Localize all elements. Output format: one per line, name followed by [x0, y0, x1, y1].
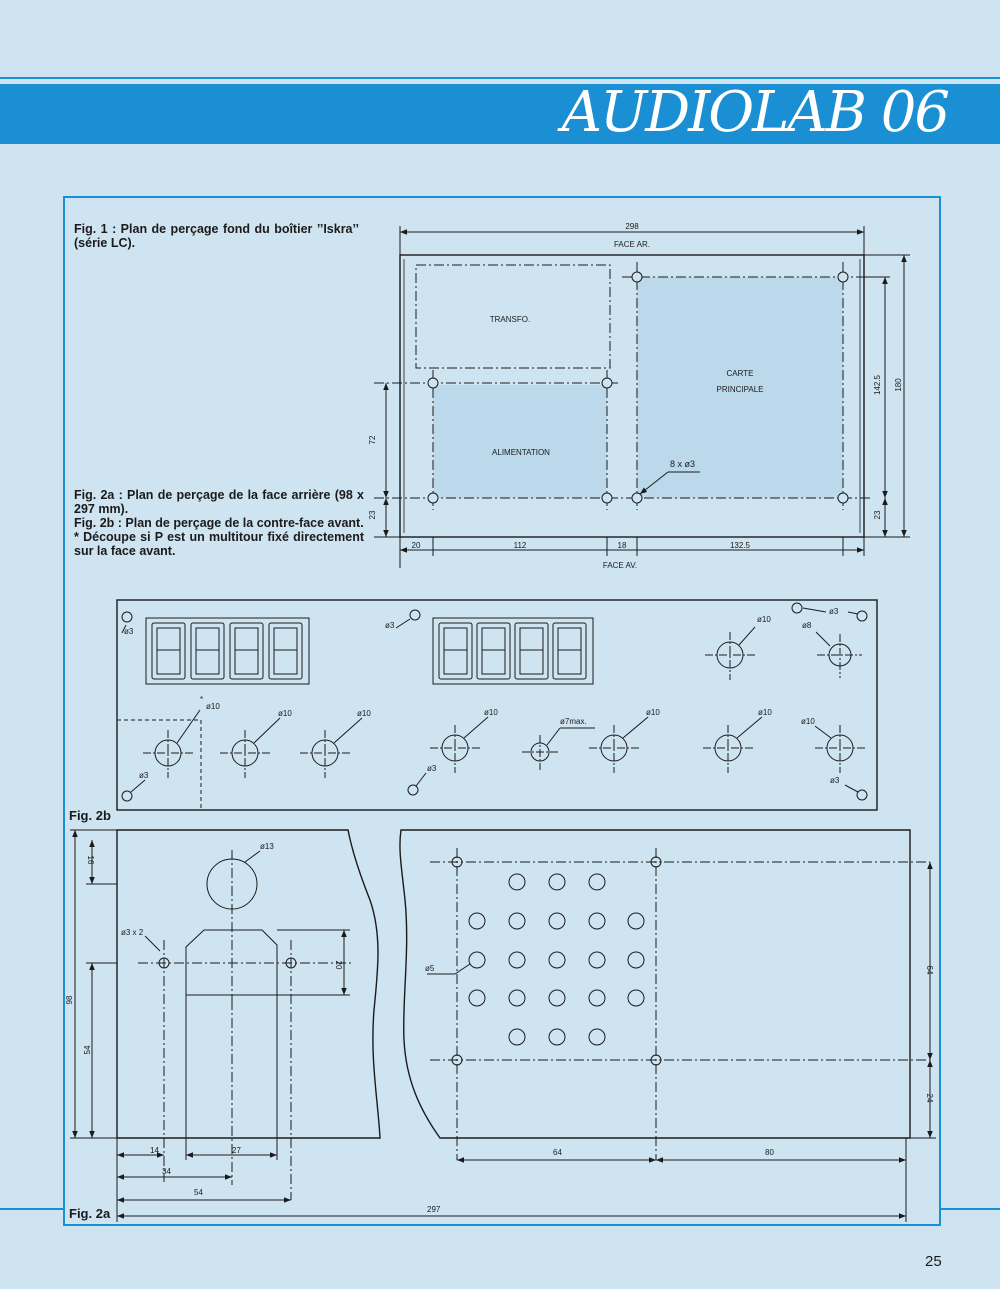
fig2a-left-section: [116, 829, 381, 1139]
fig2b-o3-bottom-right: ø3: [830, 776, 840, 785]
bottom-rule-right: [940, 1208, 1000, 1210]
fig2a-dim-20: 20: [334, 961, 343, 970]
label-transfo: TRANSFO.: [490, 315, 530, 324]
dim-298: 298: [625, 222, 639, 231]
fig2b-o7max: ø7max.: [560, 717, 587, 726]
label-alimentation: ALIMENTATION: [492, 448, 550, 457]
fig2a-dim-64-vertical: 64: [925, 966, 934, 975]
fig2b-o10-4: ø10: [484, 708, 498, 717]
fig2b-o8: ø8: [802, 621, 812, 630]
carte-principale-area: [637, 277, 843, 498]
fig2a-dim-297: 297: [427, 1205, 441, 1214]
fig2b-o3-top-mid: ø3: [385, 621, 395, 630]
caption-fig2: Fig. 2a : Plan de perçage de la face arr…: [74, 488, 364, 558]
fig2b-o10-7: ø10: [801, 717, 815, 726]
bottom-rule-left: [0, 1208, 64, 1210]
fig2a-dim-64-horizontal: 64: [553, 1148, 562, 1157]
fig2a-dim-14: 14: [150, 1146, 159, 1155]
header-banner: AUDIOLAB 06: [0, 80, 1000, 145]
hole-o13: [206, 858, 258, 910]
caption-fig1: Fig. 1 : Plan de perçage fond du boîtier…: [74, 222, 359, 250]
fig2a-dim-54-horizontal: 54: [194, 1188, 203, 1197]
dim-132-5: 132.5: [730, 541, 751, 550]
fig2b-holes: [121, 602, 868, 802]
dim-112: 112: [514, 541, 527, 550]
fig2a-dim-16: 16: [86, 856, 95, 865]
fig2a-o13: ø13: [260, 842, 274, 851]
fig2a-drawing: [70, 829, 936, 1222]
alimentation-area: [433, 385, 607, 498]
label-fig2a: Fig. 2a: [69, 1206, 111, 1221]
label-face-ar: FACE AR.: [614, 240, 650, 249]
page-number: 25: [925, 1253, 942, 1270]
dim-20: 20: [412, 541, 421, 550]
fig2a-o3x2: ø3 x 2: [121, 928, 144, 937]
transfo-area: [415, 264, 611, 369]
dim-23-right: 23: [873, 510, 882, 519]
fig2b-o10-right: ø10: [757, 615, 771, 624]
fig1-outline: [399, 254, 865, 538]
fig2b-labels: ø3 ø3 ø3 ø10 ø8 * ø10 ø10 ø10 ø10 ø7max.…: [124, 607, 840, 785]
fig2a-right-section: [399, 829, 911, 1139]
dim-18: 18: [618, 541, 627, 550]
fig2a-dim-34: 34: [162, 1167, 171, 1176]
vent-holes-o5: [468, 873, 645, 1046]
fig2a-dim-98: 98: [65, 995, 74, 1004]
figure-frame: [63, 196, 941, 1226]
label-8xo3: 8 x ø3: [670, 459, 695, 469]
fig2b-o3-bottom-mid: ø3: [427, 764, 437, 773]
fig2b-o10-5: ø10: [646, 708, 660, 717]
fig2a-dim-27: 27: [232, 1146, 241, 1155]
fig2b-o3-top-left: ø3: [124, 627, 134, 636]
fig2b-o3-top-right: ø3: [829, 607, 839, 616]
fig1-mounting-holes: [427, 271, 849, 504]
dim-72: 72: [368, 435, 377, 444]
label-face-av: FACE AV.: [603, 561, 637, 570]
label-fig2b: Fig. 2b: [69, 808, 111, 823]
caption-fig2a: Fig. 2a : Plan de perçage de la face arr…: [74, 488, 364, 516]
fig2b-o10-2: ø10: [278, 709, 292, 718]
fig1-labels: 298 FACE AR. TRANSFO. CARTE PRINCIPALE A…: [368, 222, 903, 570]
top-rule: [0, 77, 1000, 79]
fig2a-dim-24: 24: [925, 1094, 934, 1103]
fig2b-drawing: [116, 599, 878, 811]
fig2a-labels: ø13 ø3 x 2 ø5 16 98 54 20 14 27 34 54 29…: [65, 842, 934, 1214]
display-left: [145, 617, 310, 685]
fig2b-outline: [116, 599, 878, 811]
dim-23-left: 23: [368, 510, 377, 519]
label-carte: CARTE: [727, 369, 754, 378]
fig1-drawing: [374, 226, 910, 568]
fig2b-o3-bottom-left: ø3: [139, 771, 149, 780]
page-title: AUDIOLAB 06: [561, 80, 950, 145]
dim-142-5: 142.5: [873, 374, 882, 395]
fig2a-dim-54-vertical: 54: [83, 1045, 92, 1054]
fig2b-o10-1: ø10: [206, 702, 220, 711]
caption-note: * Découpe si P est un multitour fixé dir…: [74, 530, 364, 558]
fig2b-o10-3: ø10: [357, 709, 371, 718]
label-principale: PRINCIPALE: [717, 385, 764, 394]
fig2b-star: *: [200, 695, 203, 704]
fig2a-dim-80: 80: [765, 1148, 774, 1157]
display-right: [432, 617, 594, 685]
fig2a-o5: ø5: [425, 964, 435, 973]
dim-180: 180: [894, 378, 903, 392]
caption-fig2b: Fig. 2b : Plan de perçage de la contre-f…: [74, 516, 364, 530]
fig2b-o10-6: ø10: [758, 708, 772, 717]
